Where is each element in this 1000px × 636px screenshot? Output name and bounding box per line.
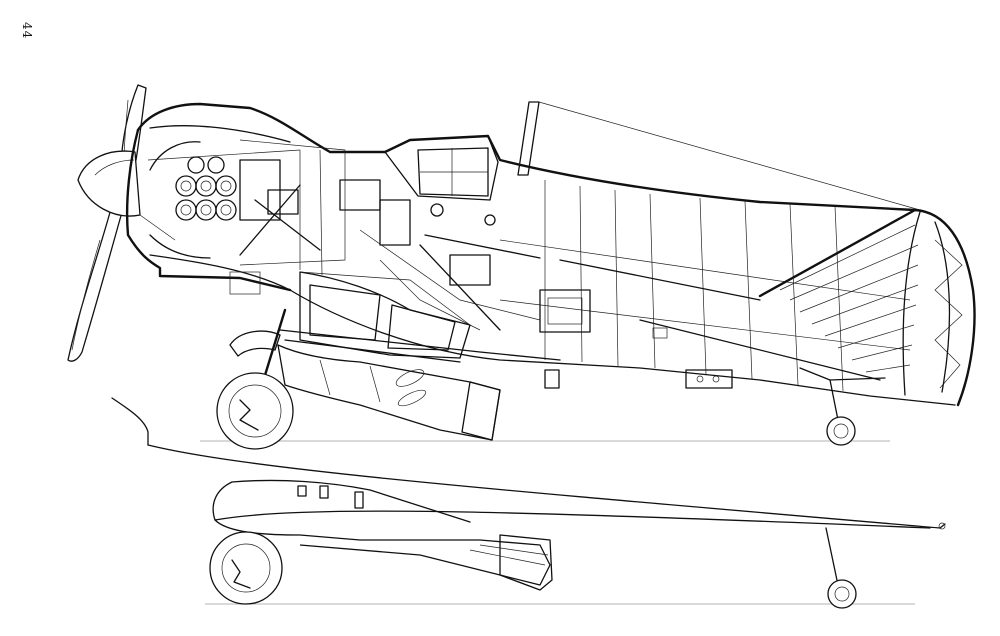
ground-lines (200, 440, 915, 605)
lower-view (209, 479, 931, 609)
main-gear (216, 308, 294, 450)
propeller (67, 84, 147, 362)
fuselage-main (125, 102, 956, 406)
cockpit-equipment (339, 179, 591, 389)
engine (149, 139, 346, 295)
fuselage-frames (499, 180, 911, 392)
lower-outline (111, 397, 946, 530)
wing-main (277, 329, 561, 441)
tail-wheel (826, 379, 856, 446)
vertical-tail (758, 208, 976, 407)
rear-fuselage-detail (652, 327, 886, 389)
canopy (384, 135, 499, 201)
antenna (517, 101, 921, 211)
